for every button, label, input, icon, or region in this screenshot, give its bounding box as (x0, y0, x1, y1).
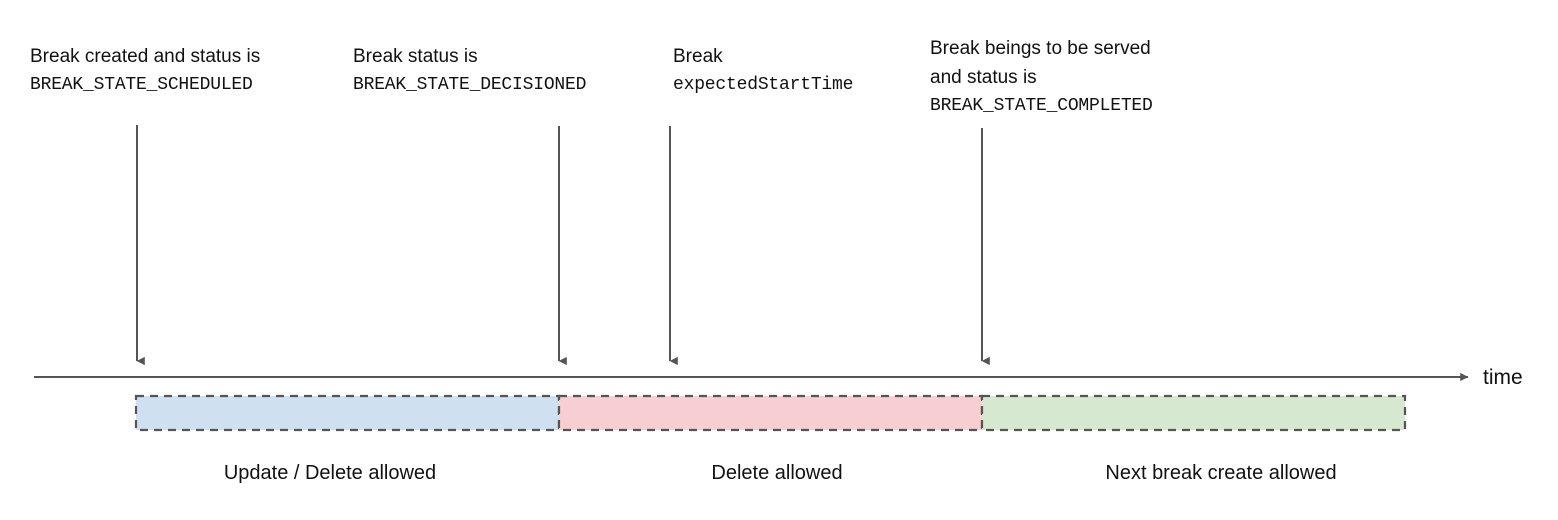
segment-bar-delete (557, 394, 984, 432)
event-label-expected-start-time-line2: expectedStartTime (673, 75, 854, 95)
event-label-completed-line2: and status is (930, 67, 1037, 88)
event-label-completed-line3: BREAK_STATE_COMPLETED (930, 96, 1153, 116)
segment-caption-next-break: Next break create allowed (1105, 462, 1337, 484)
event-label-expected-start-time-line1: Break (673, 46, 723, 67)
event-label-decisioned-line2: BREAK_STATE_DECISIONED (353, 75, 587, 95)
time-axis-label: time (1483, 366, 1523, 389)
event-label-completed-line1: Break beings to be served (930, 38, 1151, 59)
event-label-completed: Break beings to be served and status is … (930, 34, 1153, 121)
segment-caption-update-delete: Update / Delete allowed (223, 462, 437, 484)
segment-caption-delete: Delete allowed (711, 462, 843, 484)
event-label-scheduled-line2: BREAK_STATE_SCHEDULED (30, 75, 253, 95)
segment-bar-update-delete (134, 394, 561, 432)
event-label-decisioned-line1: Break status is (353, 46, 478, 67)
event-label-decisioned: Break status is BREAK_STATE_DECISIONED (353, 42, 586, 100)
event-label-expected-start-time: Break expectedStartTime (673, 42, 853, 100)
event-label-scheduled: Break created and status is BREAK_STATE_… (30, 42, 260, 100)
segment-bar-next-break (980, 394, 1407, 432)
event-label-scheduled-line1: Break created and status is (30, 46, 261, 67)
